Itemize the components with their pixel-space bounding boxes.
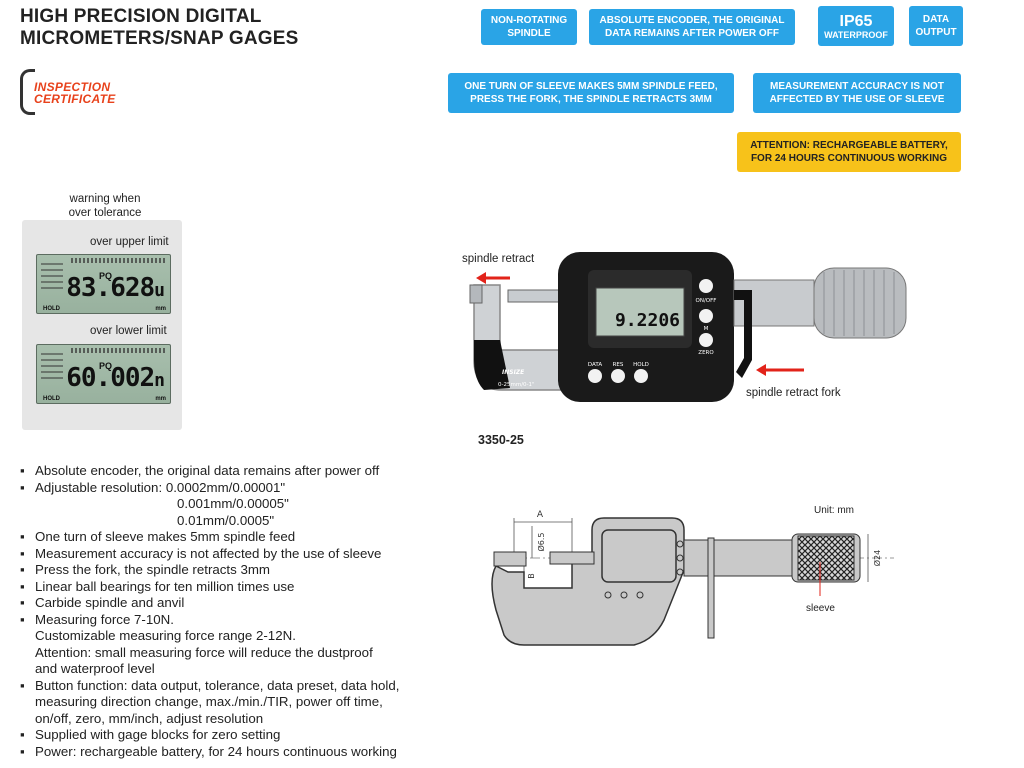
badge-measurement-accuracy: MEASUREMENT ACCURACY IS NOT AFFECTED BY … <box>753 73 961 113</box>
button-onoff-label: ON/OFF <box>696 298 717 304</box>
frame-grip-pad <box>474 340 510 390</box>
lcd-status-icons <box>41 263 63 293</box>
upper-limit-label: over upper limit <box>90 236 169 248</box>
feature-item: One turn of sleeve makes 5mm spindle fee… <box>20 529 470 546</box>
spindle-retract-fork-label: spindle retract fork <box>746 387 841 399</box>
dim-spindle-label: Ø6.5 <box>536 532 546 551</box>
anvil <box>469 284 483 304</box>
badge-attention-battery: ATTENTION: RECHARGEABLE BATTERY, FOR 24 … <box>737 132 961 172</box>
page-title-line2: MICROMETERS/SNAP GAGES <box>20 28 299 49</box>
button-data-label: DATA <box>588 362 602 368</box>
lower-limit-label: over lower limit <box>90 325 167 337</box>
fork-arrow-icon <box>756 364 804 376</box>
lcd-upper-reading: 83.628u <box>66 273 165 303</box>
feature-item: Supplied with gage blocks for zero setti… <box>20 727 470 744</box>
badge-data-output: DATA OUTPUT <box>909 6 963 46</box>
lcd-lower-limit: PQ 60.002n HOLD mm <box>36 344 171 404</box>
inspection-certificate-logo: INSPECTION CERTIFICATE <box>20 69 148 115</box>
button-zero-label: ZERO <box>698 350 714 356</box>
drawing-anvil <box>493 551 527 567</box>
badge-one-turn-sleeve: ONE TURN OF SLEEVE MAKES 5MM SPINDLE FEE… <box>448 73 734 113</box>
drawing-spindle <box>549 551 595 565</box>
dim-sleeve-label: Ø24 <box>872 550 882 566</box>
feature-item: Power: rechargeable battery, for 24 hour… <box>20 744 470 761</box>
display-screen <box>595 287 685 337</box>
lcd-hold-indicator: HOLD <box>43 306 60 312</box>
lcd-mode: PQ <box>99 361 113 371</box>
drawing-knurl <box>797 535 855 581</box>
warning-heading: warning when over tolerance <box>68 193 142 219</box>
feature-item: Measurement accuracy is not affected by … <box>20 546 470 563</box>
spindle-retract-label: spindle retract <box>462 253 535 265</box>
brand-logo: INSIZE <box>502 369 525 376</box>
feature-item: Carbide spindle and anvil <box>20 595 470 612</box>
thimble <box>813 267 907 339</box>
range-marking: 0-25mm/0-1" <box>498 382 535 388</box>
drawing-unit-label: Unit: mm <box>814 505 854 516</box>
certificate-bracket-icon <box>20 69 35 115</box>
badge-ip65-waterproof: IP65 WATERPROOF <box>818 6 894 46</box>
dim-a-label: A <box>537 510 544 520</box>
drawing-frame <box>491 517 685 646</box>
feature-item: Measuring force 7-10N. Customizable meas… <box>20 612 470 678</box>
badge-non-rotating-spindle: NON-ROTATING SPINDLE <box>481 9 577 45</box>
feature-item: Linear ball bearings for ten million tim… <box>20 579 470 596</box>
feature-item: Press the fork, the spindle retracts 3mm <box>20 562 470 579</box>
feature-list: Absolute encoder, the original data rema… <box>20 463 470 760</box>
drawing-fork <box>707 537 715 639</box>
lcd-status-icons <box>41 353 63 383</box>
lcd-hold-indicator: HOLD <box>43 396 60 402</box>
model-number: 3350-25 <box>478 433 524 447</box>
display-reading: 9.2206 <box>615 310 680 331</box>
button-res-label: RES <box>613 362 624 368</box>
page-title: HIGH PRECISION DIGITAL MICROMETERS/SNAP … <box>20 6 299 50</box>
spindle-retract-arrow-icon <box>476 272 510 284</box>
lcd-upper-limit: PQ 83.628u HOLD mm <box>36 254 171 314</box>
retract-fork <box>734 290 752 378</box>
sleeve-label: sleeve <box>806 603 835 614</box>
drawing-barrel <box>683 539 795 577</box>
feature-item: Button function: data output, tolerance,… <box>20 678 470 728</box>
lcd-scale-ticks <box>71 258 166 263</box>
feature-item: Absolute encoder, the original data rema… <box>20 463 470 480</box>
lcd-mode: PQ <box>99 271 113 281</box>
button-m-label: M <box>704 326 709 332</box>
dim-b-label: B <box>527 573 536 579</box>
lcd-lower-reading: 60.002n <box>66 363 165 393</box>
page-title-line1: HIGH PRECISION DIGITAL <box>20 6 262 27</box>
spindle <box>507 289 561 303</box>
micrometer-photo: 9.2206 ON/OFF M ZERO DATA RES HOLD INSIZ… <box>469 252 907 402</box>
technical-drawing: A Ø6.5 B Ø24 <box>491 510 894 646</box>
drawing-display <box>601 529 677 583</box>
lcd-unit: mm <box>155 306 166 312</box>
button-hold-label: HOLD <box>633 362 649 368</box>
lcd-unit: mm <box>155 396 166 402</box>
feature-item: Adjustable resolution: 0.0002mm/0.00001"… <box>20 480 470 530</box>
lcd-scale-ticks <box>71 348 166 353</box>
certificate-text: INSPECTION CERTIFICATE <box>34 80 116 106</box>
badge-absolute-encoder: ABSOLUTE ENCODER, THE ORIGINAL DATA REMA… <box>589 9 795 45</box>
